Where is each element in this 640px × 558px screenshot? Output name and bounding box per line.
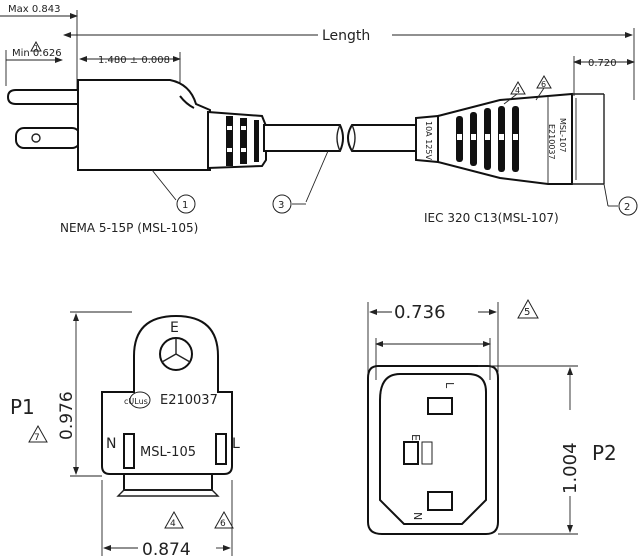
min-dimension-label: Min 0.626 bbox=[12, 48, 62, 59]
neutral-slot bbox=[123, 433, 135, 469]
length-label: Length bbox=[322, 28, 370, 44]
conn-earth-letter: E bbox=[409, 434, 422, 441]
note-triangle-4: 4 bbox=[164, 510, 184, 529]
line-letter: L bbox=[232, 436, 240, 452]
note-triangle-6: 6 bbox=[214, 510, 234, 529]
svg-text:cULus: cULus bbox=[124, 397, 148, 406]
svg-text:2: 2 bbox=[624, 202, 630, 213]
connector-label-model: MSL-107 bbox=[558, 118, 567, 152]
connector-face-outer bbox=[367, 365, 499, 535]
plug-height-label: 0.976 bbox=[57, 391, 77, 440]
earth-letter: E bbox=[170, 320, 179, 336]
plug-caption: NEMA 5-15P (MSL-105) bbox=[60, 221, 198, 235]
plug-width-label: 0.874 bbox=[142, 540, 191, 558]
svg-text:6: 6 bbox=[541, 80, 546, 89]
max-dimension-label: Max 0.843 bbox=[8, 4, 60, 15]
svg-text:3: 3 bbox=[278, 200, 284, 211]
connector-face-recess bbox=[379, 373, 487, 525]
svg-text:6: 6 bbox=[220, 519, 226, 529]
note-triangle-min: 1 bbox=[30, 40, 42, 52]
plug-p-label: P1 bbox=[10, 395, 35, 419]
neutral-letter: N bbox=[106, 436, 116, 452]
cord-assembly-view: Max 0.843 1 Min 0.626 Length 1.480 ± 0.0… bbox=[0, 4, 638, 235]
svg-text:4: 4 bbox=[515, 86, 520, 95]
conn-neutral-letter: N bbox=[411, 512, 424, 520]
line-slot bbox=[215, 433, 227, 465]
svg-text:4: 4 bbox=[170, 519, 176, 529]
cert-mark: cULus bbox=[124, 391, 151, 409]
note-triangle-6-top: 6 bbox=[536, 75, 552, 89]
note-triangle-4-top: 4 bbox=[510, 81, 526, 95]
conn-line-letter: L bbox=[443, 382, 456, 389]
svg-text:7: 7 bbox=[34, 433, 40, 443]
connector-face-view: 0.736 5 L E N 1.004 P2 bbox=[367, 298, 617, 535]
svg-text:1: 1 bbox=[182, 200, 188, 211]
plug-face-view: E cULus E210037 N MSL-105 L 0.976 P1 7 0… bbox=[10, 311, 240, 558]
conn-earth-slot bbox=[403, 441, 419, 465]
connector-face-height-label: 1.004 bbox=[560, 442, 581, 494]
plug-model: MSL-105 bbox=[140, 445, 196, 460]
plug-body bbox=[77, 79, 211, 171]
callout-1: 1 bbox=[176, 194, 196, 214]
conn-neutral-slot bbox=[427, 491, 453, 511]
plug-strain-relief bbox=[207, 110, 267, 170]
connector-rating: 10A 125V bbox=[424, 121, 433, 160]
line-blade bbox=[15, 127, 81, 149]
conn-line-slot bbox=[427, 397, 453, 415]
cert-number: E210037 bbox=[160, 393, 218, 408]
connector-face-width-label: 0.736 bbox=[394, 302, 446, 323]
connector-p-label: P2 bbox=[592, 441, 617, 465]
svg-text:1: 1 bbox=[34, 44, 38, 52]
connector-width-label: 0.720 bbox=[588, 58, 617, 69]
note-triangle-5: 5 bbox=[517, 298, 539, 319]
callout-3: 3 bbox=[272, 194, 292, 214]
note-triangle-7: 7 bbox=[28, 424, 48, 443]
ground-pin bbox=[6, 89, 80, 105]
cable-left bbox=[263, 124, 344, 152]
prong-dimension-label: 1.480 ± 0.008 bbox=[98, 55, 170, 66]
connector-caption: IEC 320 C13(MSL-107) bbox=[424, 211, 559, 225]
plug-face-outline bbox=[101, 314, 233, 475]
svg-text:5: 5 bbox=[524, 307, 530, 318]
connector-label-cert: E210037 bbox=[547, 124, 556, 160]
callout-2: 2 bbox=[618, 196, 638, 216]
